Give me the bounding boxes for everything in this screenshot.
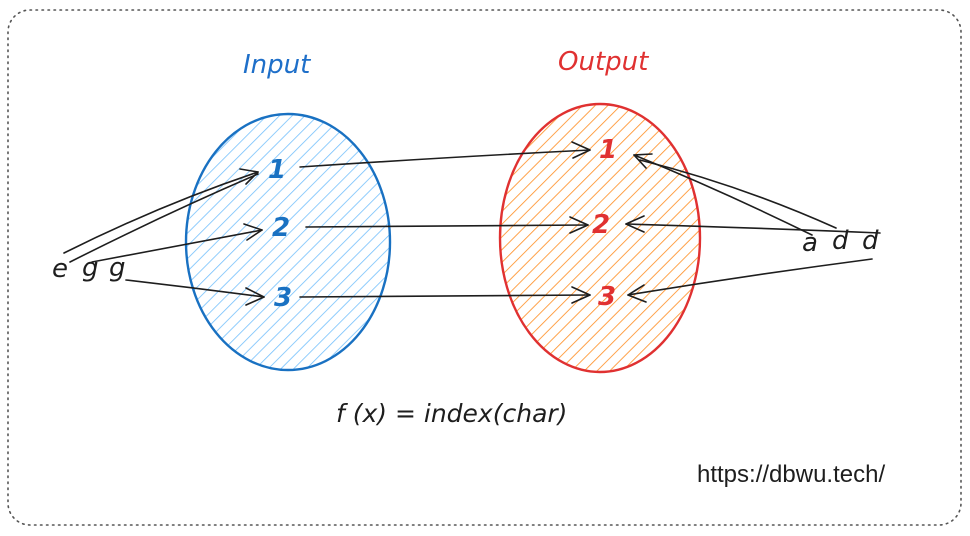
arrow-head-g-to-3 — [245, 287, 265, 306]
arrow-3-to-3 — [299, 294, 591, 298]
output-item-1: 1 — [599, 135, 617, 165]
arrow-g-to-2 — [91, 229, 263, 263]
right-word-char-a: a — [802, 228, 818, 258]
arrows-right-word — [625, 153, 881, 303]
input-item-2: 2 — [272, 213, 290, 243]
arrow-d-to-3 — [627, 258, 873, 296]
arrow-head-1-to-1 — [571, 141, 591, 159]
input-title: Input — [243, 50, 311, 80]
input-item-3: 3 — [274, 283, 292, 313]
right-word-char-d1: d — [832, 226, 849, 256]
source-url: https://dbwu.tech/ — [697, 461, 885, 488]
arrow-1-to-1 — [299, 149, 591, 168]
arrow-head-a-to-1 — [633, 153, 653, 169]
left-word-char-g1: g — [82, 253, 99, 283]
left-word-char-e: e — [52, 254, 68, 284]
output-item-3: 3 — [598, 282, 616, 312]
arrow-head-3-to-3 — [571, 286, 591, 304]
arrow-head-d-to-3 — [627, 284, 647, 303]
arrow-2-to-2 — [305, 224, 589, 228]
arrow-d-to-2 — [625, 223, 881, 234]
arrow-g-to-3 — [125, 279, 265, 298]
arrows-input-to-output — [299, 141, 591, 304]
dotted-frame — [7, 9, 962, 526]
output-ellipse — [498, 102, 702, 374]
input-ellipse — [184, 112, 392, 372]
arrows-left-word — [63, 168, 265, 306]
output-item-2: 2 — [592, 210, 610, 240]
left-word-char-g2: g — [109, 253, 126, 283]
arrow-head-d-to-2 — [625, 215, 645, 233]
arrow-head-e-to-1 — [239, 168, 259, 185]
arrow-head-2-to-2 — [569, 216, 589, 234]
input-item-1: 1 — [268, 155, 286, 185]
arrow-g-to-1 — [69, 173, 259, 263]
formula-text: f (x) = index(char) — [336, 399, 567, 428]
arrow-e-to-1 — [63, 171, 259, 254]
right-word-char-d2: d — [862, 226, 879, 256]
arrow-head-g-to-2 — [243, 223, 263, 241]
arrow-d-to-1 — [639, 159, 837, 229]
output-title: Output — [558, 47, 649, 77]
